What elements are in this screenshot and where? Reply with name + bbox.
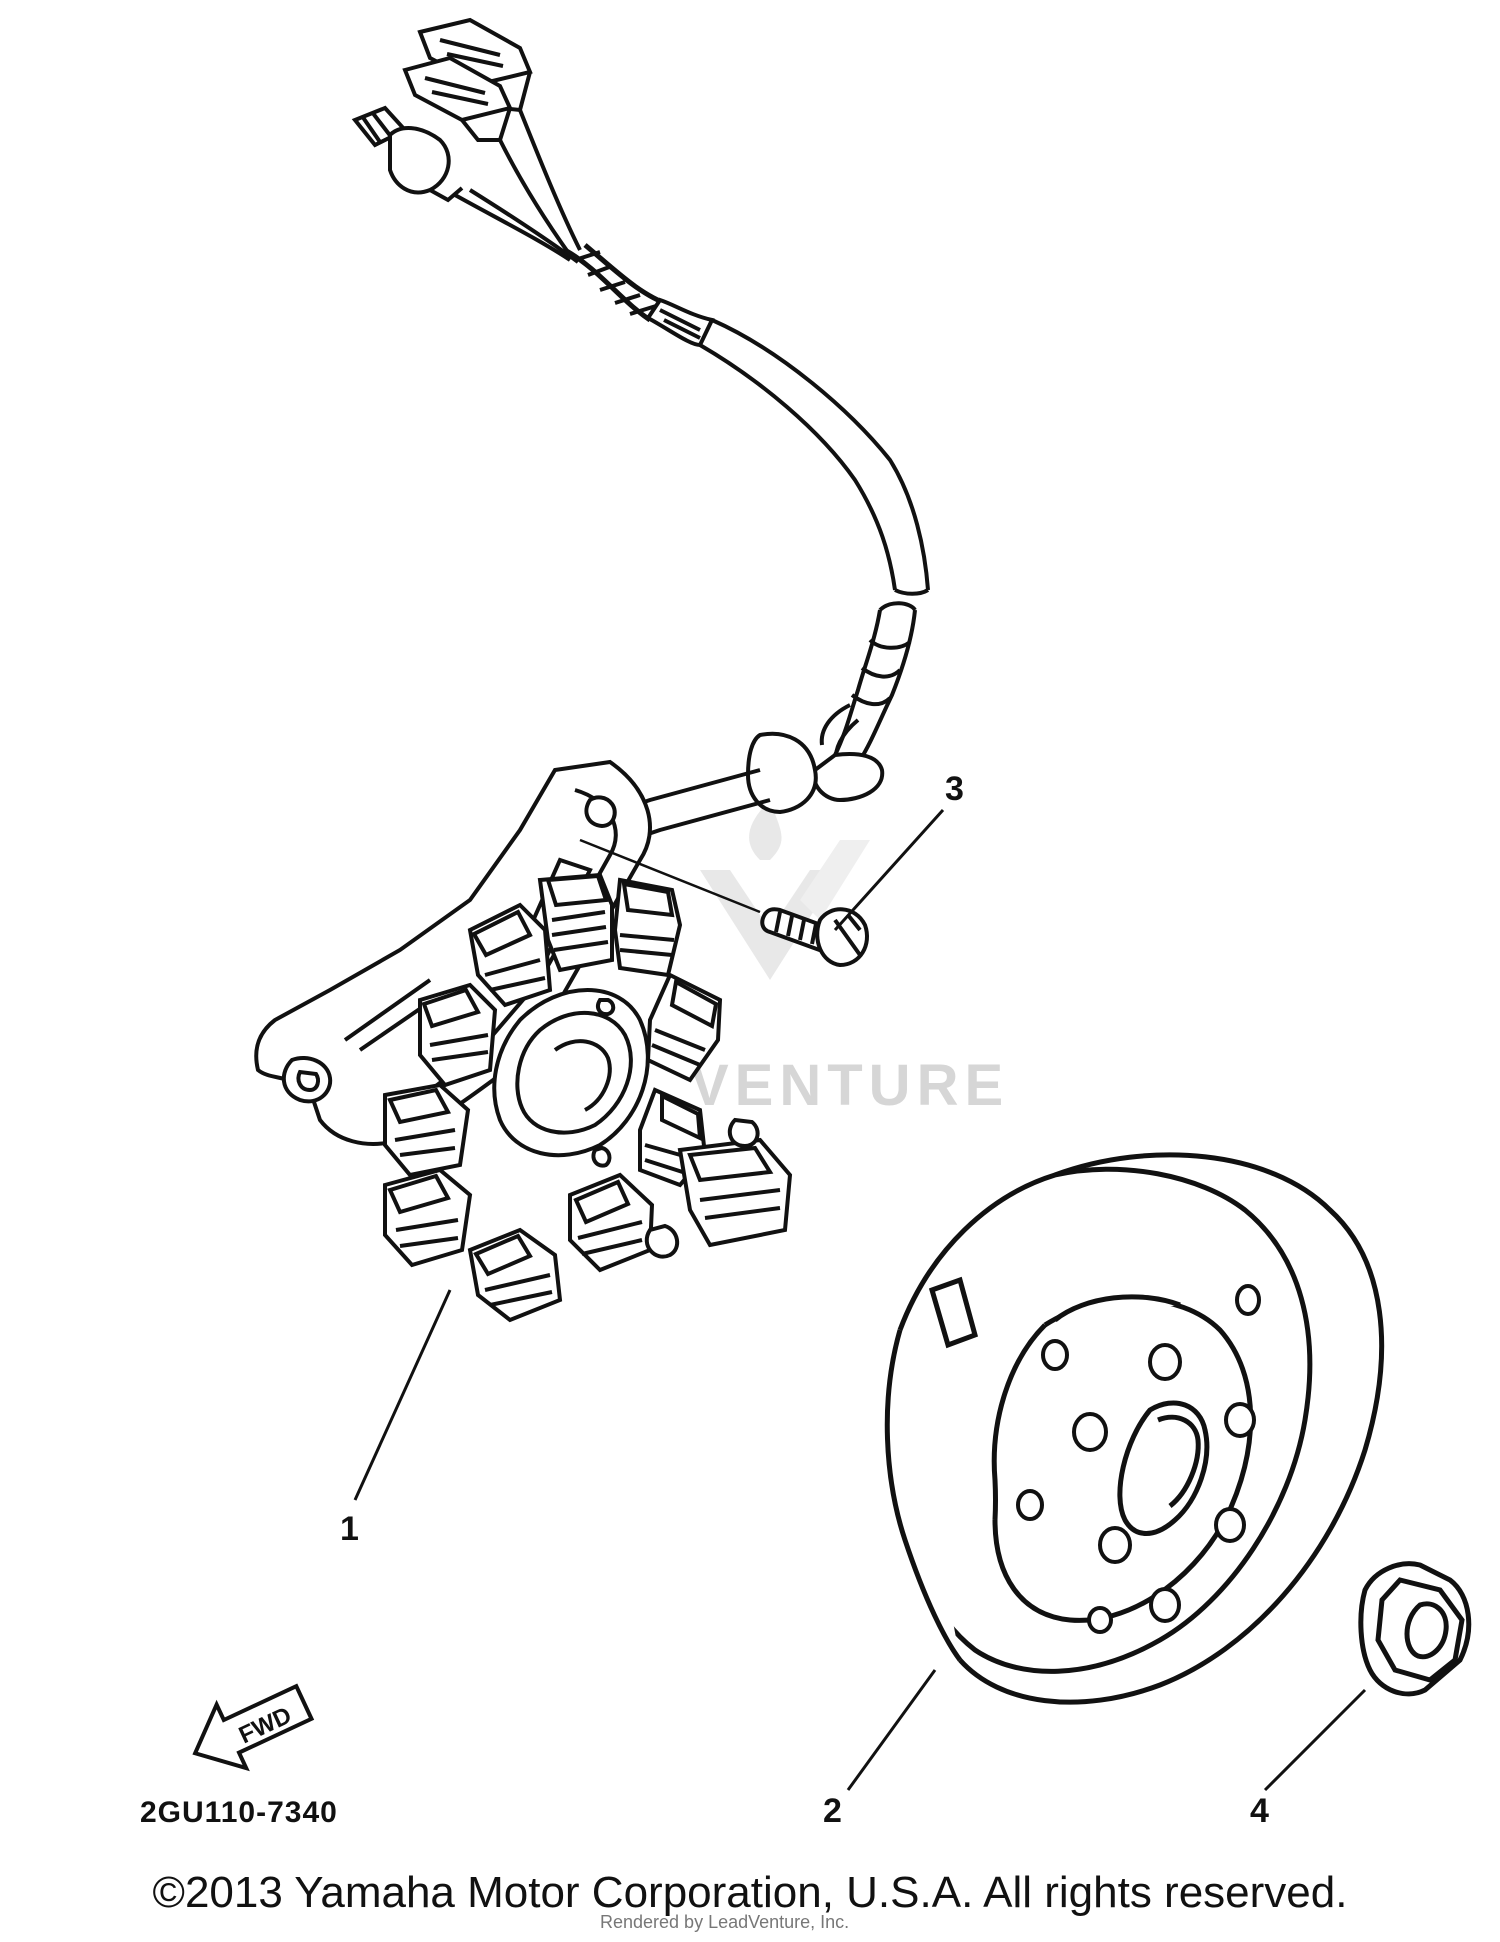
rendered-by-text: Rendered by LeadVenture, Inc. [600,1912,850,1932]
connector-bullet [351,105,464,203]
connector-middle [402,55,513,142]
leader-line-1 [353,1289,452,1501]
stator-assembly [254,759,793,1323]
callout-1: 1 [340,1510,359,1548]
stator-coils [383,872,723,1323]
leader-lines [353,808,1367,1792]
watermark-text: VENTURE [690,1053,1009,1118]
flywheel-rotor [884,1152,1385,1705]
leader-line-3 [833,808,945,932]
pickup-coil [644,1117,793,1259]
wire-harness [351,17,930,860]
leader-line-4 [1263,1688,1367,1792]
copyright-text: ©2013 Yamaha Motor Corporation, U.S.A. A… [152,1868,1348,1917]
fwd-arrow-icon: FWD [192,1683,315,1772]
leader-line-2 [846,1669,937,1791]
callout-4: 4 [1250,1792,1269,1830]
callout-2: 2 [823,1792,842,1830]
flywheel-holes [1016,1284,1261,1634]
connector-top [417,17,533,113]
watermark-logo-icon [700,800,870,980]
part-number: 2GU110-7340 [140,1796,338,1829]
flange-nut [1358,1561,1472,1697]
callout-3: 3 [945,770,964,808]
screw [579,838,869,968]
